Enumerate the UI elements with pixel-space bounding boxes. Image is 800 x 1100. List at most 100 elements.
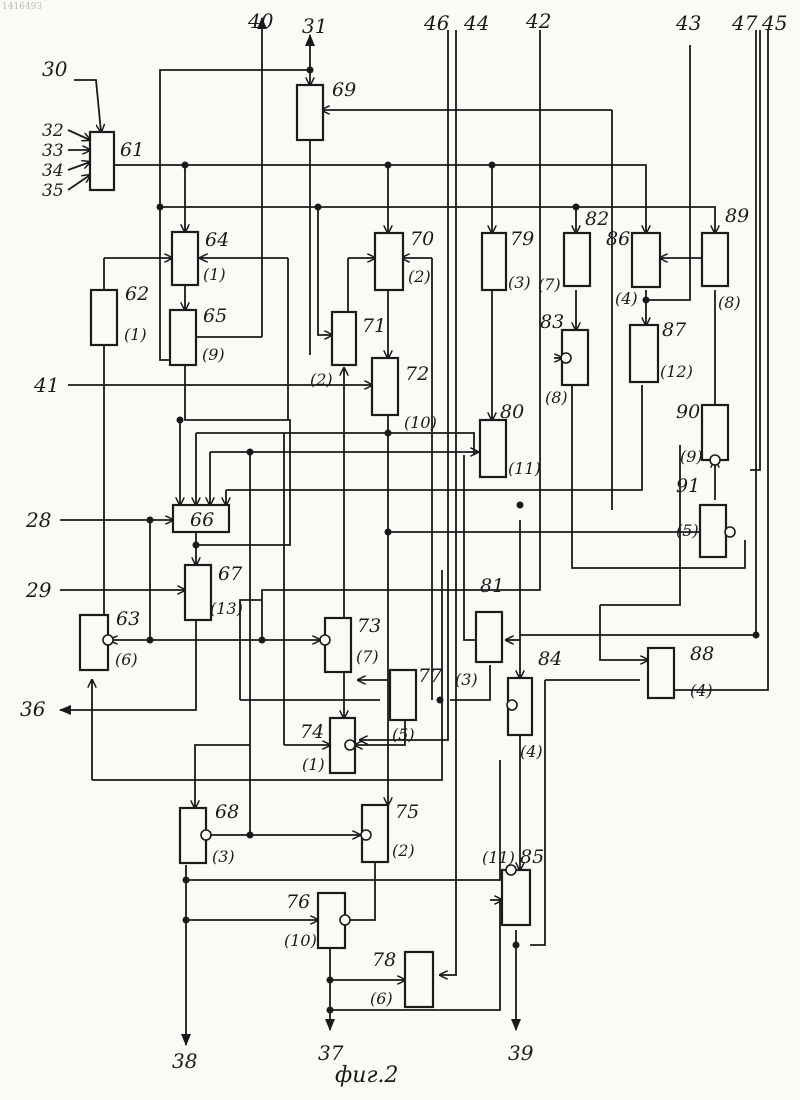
block-label: 78 — [372, 949, 396, 971]
block-label: 79 — [510, 228, 534, 250]
block-87: 87 (12) — [630, 319, 693, 382]
terminal-47: 47 — [731, 11, 758, 35]
block-77: 77 (5) — [390, 665, 443, 744]
wire-network — [60, 18, 768, 1045]
terminal-45: 45 — [761, 11, 787, 35]
block-count: (6) — [115, 650, 138, 669]
block-label: 74 — [300, 721, 324, 743]
terminal-38: 38 — [172, 1049, 197, 1073]
block-label: 89 — [725, 205, 749, 227]
block-66: 66 — [173, 505, 229, 532]
block-label: 81 — [480, 575, 504, 597]
block-count: (2) — [392, 841, 415, 860]
block-count: (12) — [660, 362, 693, 381]
block-61: 61 — [90, 132, 144, 190]
block-84: 84 (4) — [507, 648, 562, 761]
block-79: 79 (3) — [482, 228, 534, 292]
block-set: 61 62 (1) 63 (6) 64 (1) 65 (9) 66 67 (13… — [80, 79, 749, 1008]
block-73: 73 (7) — [320, 615, 381, 672]
terminal-46: 46 — [423, 11, 450, 35]
junction-dots — [147, 67, 760, 1014]
block-label: 68 — [215, 801, 239, 823]
terminal-33: 33 — [42, 141, 64, 161]
terminal-29: 29 — [25, 578, 52, 602]
terminal-37: 37 — [318, 1041, 344, 1065]
block-64: 64 (1) — [172, 229, 229, 285]
block-label: 82 — [585, 208, 609, 230]
block-label: 63 — [116, 608, 140, 630]
block-count: (6) — [370, 989, 393, 1008]
block-label: 87 — [662, 319, 687, 341]
block-label: 76 — [286, 891, 310, 913]
terminal-36: 36 — [20, 697, 46, 721]
block-count: (11) — [508, 459, 541, 478]
block-count: (3) — [212, 847, 235, 866]
block-label: 71 — [362, 315, 386, 337]
block-count: (10) — [404, 413, 437, 432]
block-68: 68 (3) — [180, 801, 239, 866]
block-90: 90 (9) — [676, 401, 728, 466]
block-count: (1) — [124, 325, 147, 344]
terminal-labels: 30 32 33 34 35 41 28 29 36 40 31 46 44 4… — [20, 9, 787, 1073]
block-label: 80 — [500, 401, 524, 423]
terminal-34: 34 — [42, 161, 64, 181]
block-label: 73 — [357, 615, 381, 637]
block-label: 86 — [606, 228, 630, 250]
block-label: 67 — [218, 563, 243, 585]
block-label: 62 — [125, 283, 149, 305]
block-count: (5) — [676, 521, 699, 540]
block-85: 85 (11) — [482, 846, 544, 925]
block-count: (4) — [615, 289, 638, 308]
terminal-41: 41 — [33, 373, 59, 397]
block-label: 91 — [676, 475, 700, 497]
block-count: (11) — [482, 848, 515, 867]
terminal-42: 42 — [525, 9, 551, 33]
block-label: 88 — [690, 643, 714, 665]
block-91: 91 (5) — [676, 475, 735, 557]
block-label: 84 — [538, 648, 562, 670]
block-label: 75 — [395, 801, 419, 823]
block-label: 83 — [540, 311, 564, 333]
block-count: (7) — [356, 647, 379, 666]
block-86: 86 (4) — [606, 228, 660, 308]
terminal-31: 31 — [302, 14, 327, 38]
terminal-44: 44 — [463, 11, 489, 35]
terminal-43: 43 — [675, 11, 701, 35]
block-count: (4) — [520, 742, 543, 761]
block-82: 82 (7) — [538, 208, 609, 294]
corner-stamp: 1416493 — [2, 2, 42, 12]
block-label: 77 — [418, 665, 443, 687]
block-count: (8) — [718, 293, 741, 312]
block-count: (1) — [203, 265, 226, 284]
block-count: (2) — [310, 370, 333, 389]
block-count: (8) — [545, 388, 568, 407]
block-label: 64 — [205, 229, 229, 251]
block-label: 65 — [203, 305, 227, 327]
block-count: (1) — [302, 755, 325, 774]
block-label: 70 — [410, 228, 434, 250]
terminal-40: 40 — [247, 9, 274, 33]
block-67: 67 (13) — [185, 563, 243, 620]
block-83: 83 (8) — [540, 311, 588, 407]
terminal-39: 39 — [508, 1041, 534, 1065]
block-count: (7) — [538, 275, 561, 294]
block-count: (13) — [210, 599, 243, 618]
block-count: (5) — [392, 725, 415, 744]
block-label: 66 — [190, 509, 214, 531]
block-label: 61 — [120, 139, 144, 161]
terminal-32: 32 — [42, 121, 64, 141]
block-63: 63 (6) — [80, 608, 140, 670]
block-label: 85 — [520, 846, 544, 868]
block-72: 72 (10) — [372, 358, 437, 432]
figure-caption: фиг.2 — [335, 1063, 399, 1088]
block-count: (3) — [455, 670, 478, 689]
block-count: (10) — [284, 931, 317, 950]
block-75: 75 (2) — [361, 801, 419, 862]
block-label: 90 — [676, 401, 700, 423]
block-74: 74 (1) — [300, 718, 355, 774]
block-80: 80 (11) — [480, 401, 541, 478]
block-62: 62 (1) — [91, 283, 149, 345]
block-78: 78 (6) — [370, 949, 433, 1008]
block-65: 65 (9) — [170, 305, 227, 365]
